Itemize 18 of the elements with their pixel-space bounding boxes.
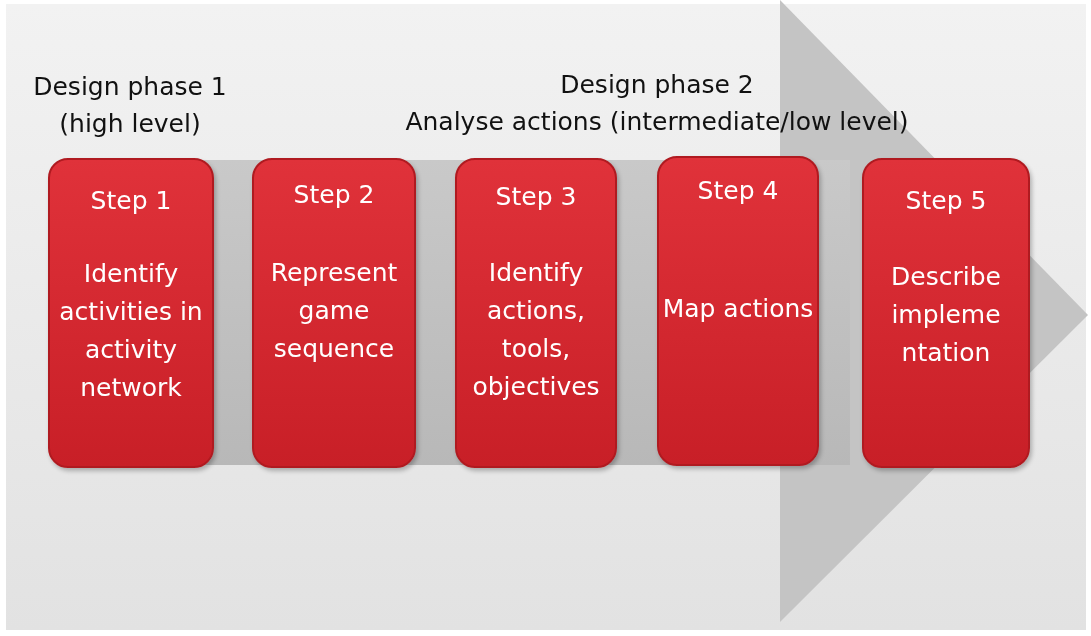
step-description: Describe impleme ntation	[890, 261, 1002, 369]
step-title: Step 1	[89, 185, 173, 217]
phase-heading: Analyse actions (intermediate/low level)	[404, 106, 910, 138]
step-description: Identify actions, tools, objectives	[471, 257, 601, 403]
step-box	[657, 156, 819, 466]
step-title: Step 3	[494, 181, 578, 213]
step-box	[862, 158, 1030, 468]
step-description: Map actions	[661, 293, 815, 325]
step-box	[455, 158, 617, 468]
step-box	[48, 158, 214, 468]
step-description: Represent game sequence	[269, 257, 399, 365]
step-title: Step 2	[292, 179, 376, 211]
phase-heading: Design phase 1 (high level)	[32, 71, 228, 140]
step-title: Step 5	[904, 185, 988, 217]
step-title: Step 4	[696, 175, 780, 207]
step-description: Identify activities in activity network	[58, 258, 204, 404]
phase-heading: Design phase 2	[559, 69, 755, 101]
step-box	[252, 158, 416, 468]
